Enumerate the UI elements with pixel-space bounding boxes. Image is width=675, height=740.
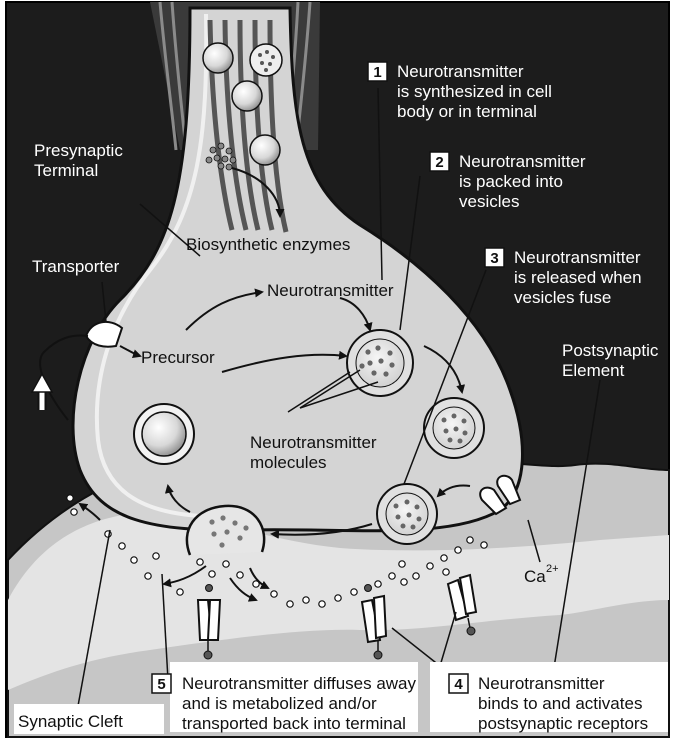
precursor-label: Precursor (141, 348, 215, 367)
synaptic-cleft-label: Synaptic Cleft (18, 712, 123, 731)
nt-molecules-label-1: Neurotransmitter (250, 433, 377, 452)
svg-text:5: 5 (157, 676, 165, 693)
postsynaptic-element-label-1: Postsynaptic (562, 341, 659, 360)
step-2-line-1: Neurotransmitter (459, 152, 586, 171)
transport-vesicle-ball (250, 135, 280, 165)
svg-text:2: 2 (435, 154, 443, 171)
postsynaptic-element-label-2: Element (562, 361, 625, 380)
step-4-line-3: postsynaptic receptors (478, 714, 648, 733)
step-5-line-2: and is metabolized and/or (182, 694, 377, 713)
transport-vesicle-ball (203, 43, 233, 73)
step-3-line-3: vesicles fuse (514, 288, 611, 307)
step-4-badge: 4 (449, 674, 468, 693)
step-3-line-1: Neurotransmitter (514, 248, 641, 267)
step-1-line-2: is synthesized in cell (397, 82, 552, 101)
step-5-line-1: Neurotransmitter diffuses away (182, 674, 417, 693)
step-1-badge: 1 (368, 62, 387, 81)
biosynthetic-enzymes-label: Biosynthetic enzymes (186, 235, 350, 254)
svg-text:4: 4 (454, 676, 463, 693)
step-1-line-1: Neurotransmitter (397, 62, 524, 81)
step-4-line-1: Neurotransmitter (478, 674, 605, 693)
step-3-line-2: is released when (514, 268, 642, 287)
step-2-line-2: is packed into (459, 172, 563, 191)
step-2-line-3: vesicles (459, 192, 519, 211)
transporter-label: Transporter (32, 257, 120, 276)
neurotransmitter-label: Neurotransmitter (267, 281, 394, 300)
nt-molecules-label-2: molecules (250, 453, 327, 472)
calcium-label: Ca (524, 567, 546, 586)
presynaptic-terminal-label-1: Presynaptic (34, 141, 123, 160)
presynaptic-terminal-label-2: Terminal (34, 161, 98, 180)
step-5-badge: 5 (152, 674, 171, 693)
step-2-badge: 2 (430, 152, 449, 171)
step-4-line-2: binds to and activates (478, 694, 642, 713)
step-1-line-3: body or in terminal (397, 102, 537, 121)
transport-vesicle-ball (232, 81, 262, 111)
calcium-charge-label: 2+ (546, 563, 559, 575)
svg-text:3: 3 (490, 250, 498, 267)
svg-text:1: 1 (373, 64, 381, 81)
step-3-badge: 3 (485, 248, 504, 267)
step-5-line-3: transported back into terminal (182, 714, 406, 733)
